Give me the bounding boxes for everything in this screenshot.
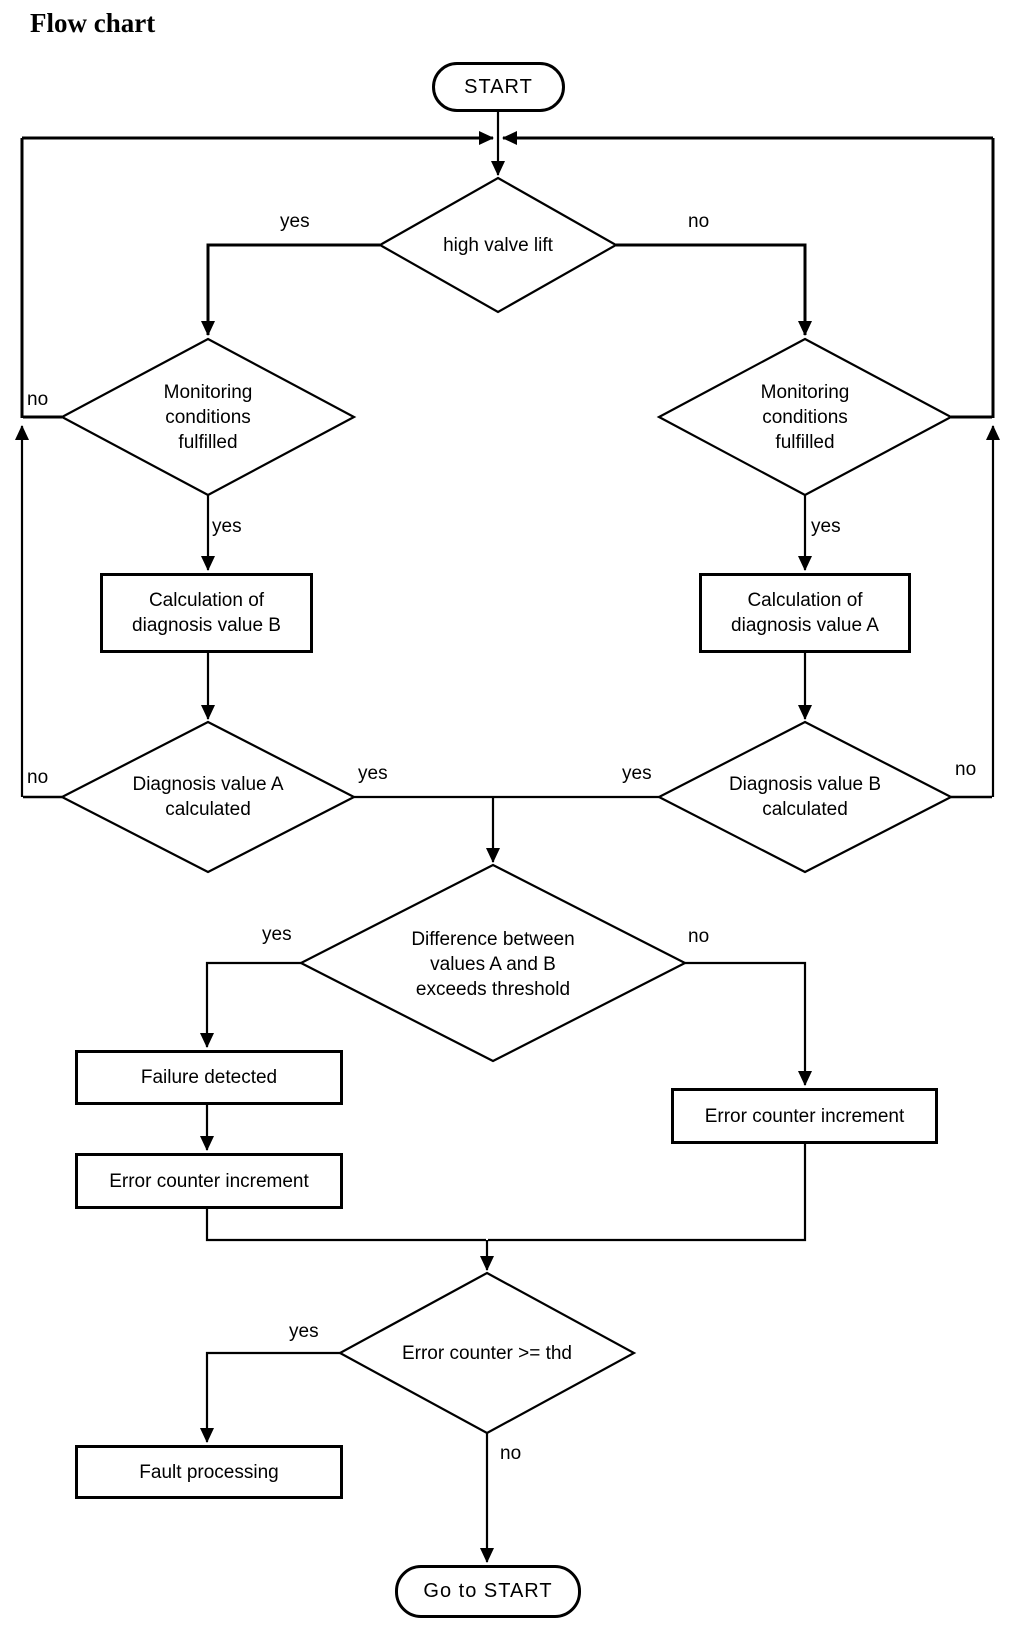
decision-high-valve-lift-shape (377, 176, 619, 314)
edge-high-valve-lift-yes (201, 243, 380, 336)
decision-error-counter-thd-shape (337, 1271, 637, 1435)
edge-error-right-out (488, 1144, 807, 1242)
decision-difference-threshold-shape (298, 863, 688, 1063)
edge-label-diag-b-no: no (955, 759, 977, 780)
decision-high-valve-lift-label: high valve lift (443, 234, 553, 256)
edge-label-thd-yes: yes (289, 1321, 319, 1342)
decision-monitoring-left-shape (59, 337, 357, 497)
decision-difference-threshold-label: Difference between values A and B exceed… (411, 928, 575, 1000)
edge-thd-yes (200, 1351, 340, 1443)
decision-error-counter-thd-label: Error counter >= thd (401, 1342, 573, 1364)
edge-difference-no (685, 961, 812, 1086)
decision-diag-b-calculated-label: Diagnosis value B calculated (728, 774, 882, 820)
decision-monitoring-left-label: Monitoring conditions fulfilled (163, 381, 253, 453)
edge-label-monitoring-left-no: no (27, 389, 49, 410)
edge-label-high-valve-lift-no: no (688, 211, 710, 232)
edge-label-monitoring-right-yes: yes (811, 516, 841, 537)
decision-monitoring-right-label: Monitoring conditions fulfilled (760, 381, 850, 453)
decision-diag-a-calculated-shape (59, 720, 357, 874)
terminal-start: START (432, 62, 565, 112)
edge-label-difference-yes: yes (262, 924, 292, 945)
process-calc-value-b: Calculation of diagnosis value B (100, 573, 313, 653)
process-calc-value-a: Calculation of diagnosis value A (699, 573, 911, 653)
edge-label-thd-no: no (500, 1443, 522, 1464)
decision-diag-a-calculated-label: Diagnosis value A calculated (132, 774, 284, 820)
edge-high-valve-lift-no (616, 243, 812, 336)
edge-difference-yes (200, 961, 301, 1048)
page-title: Flow chart (30, 8, 156, 38)
edge-label-diag-b-yes: yes (622, 763, 652, 784)
process-error-counter-right: Error counter increment (671, 1088, 938, 1144)
process-error-counter-left: Error counter increment (75, 1153, 343, 1209)
edge-label-diag-a-no: no (27, 767, 49, 788)
edge-label-monitoring-left-yes: yes (212, 516, 242, 537)
decision-monitoring-right-shape (656, 337, 954, 497)
edge-label-diag-a-yes: yes (358, 763, 388, 784)
terminal-go-to-start: Go to START (395, 1565, 581, 1618)
edge-error-left-out (205, 1208, 486, 1242)
process-failure-detected: Failure detected (75, 1050, 343, 1105)
edge-label-difference-no: no (688, 926, 710, 947)
process-fault-processing: Fault processing (75, 1445, 343, 1499)
edge-label-high-valve-lift-yes: yes (280, 211, 310, 232)
decision-diag-b-calculated-shape (656, 720, 954, 874)
